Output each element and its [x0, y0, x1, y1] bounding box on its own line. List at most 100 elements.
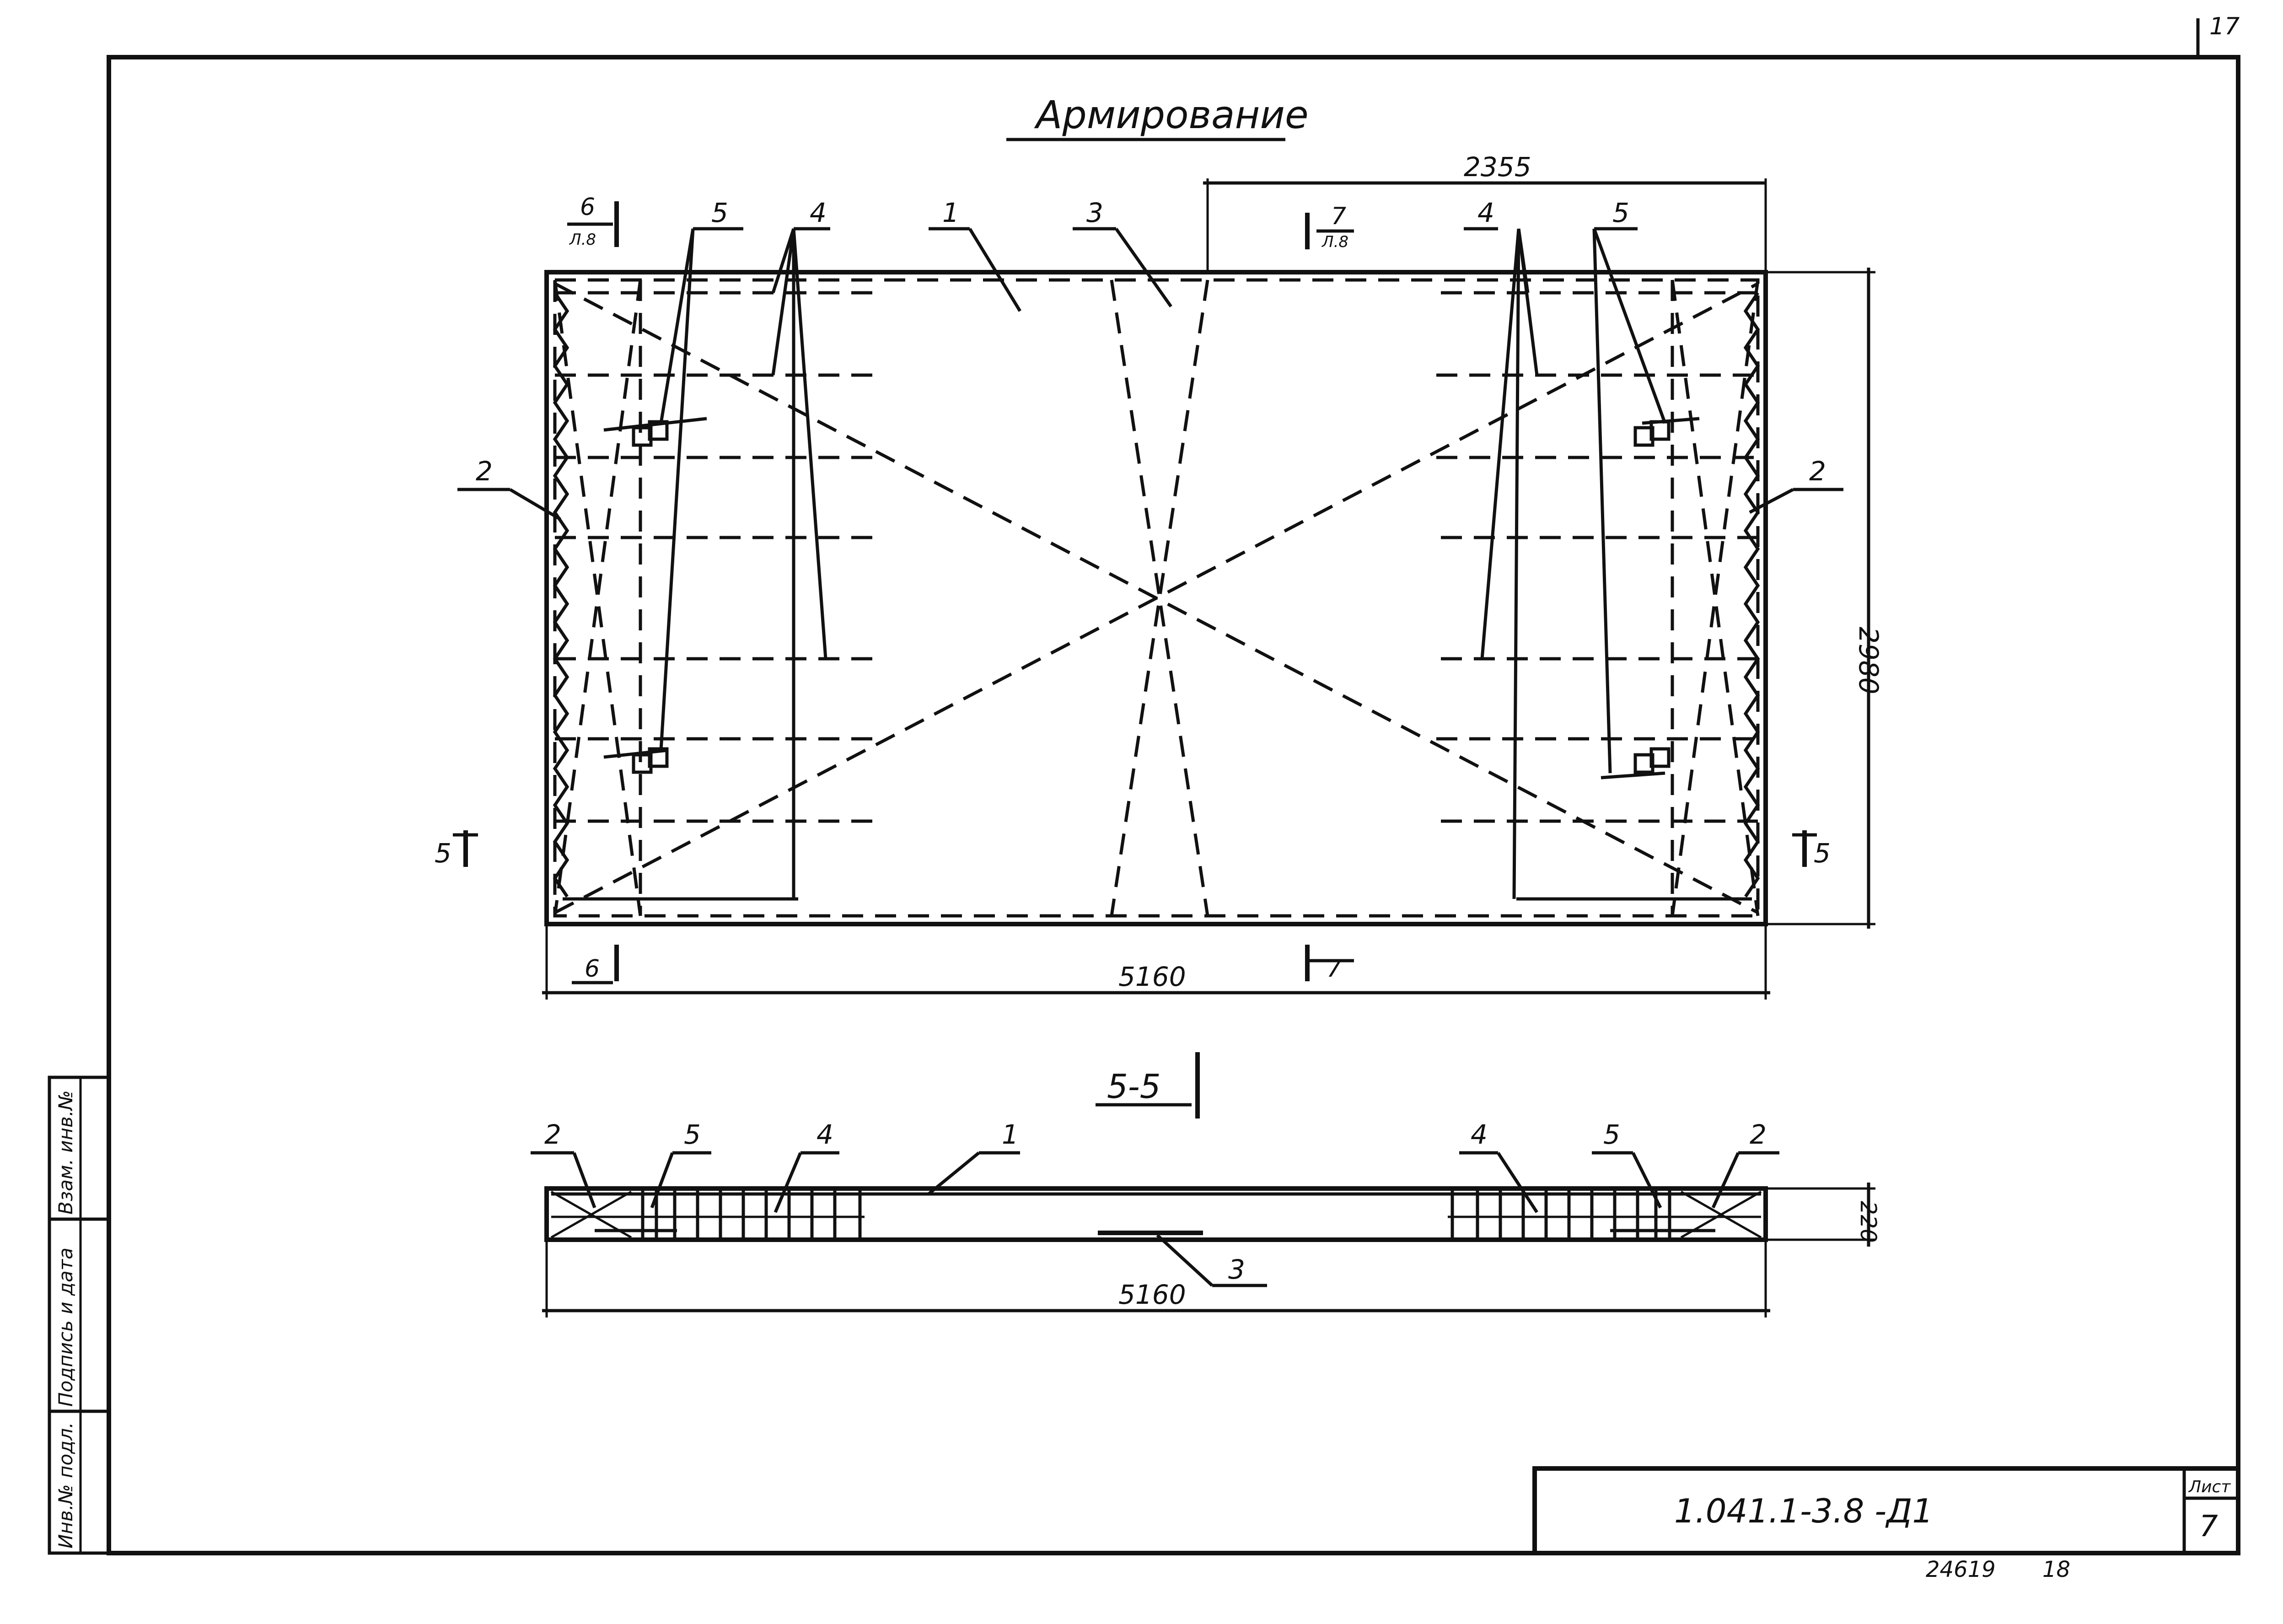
plan-section-markers: 6 Л.8 7 Л.8 6 7 5 5 — [435, 194, 1831, 984]
callout-2-right: 2 — [1809, 456, 1826, 487]
callout-leader — [771, 228, 795, 294]
sheet-number: 7 — [2199, 1510, 2218, 1543]
callout-leader — [1711, 1152, 1740, 1209]
transverse-bars-left — [555, 291, 883, 823]
section-cage-left — [550, 1189, 865, 1239]
section-callout-5-right: 5 — [1603, 1119, 1620, 1150]
section-callout-4-left: 4 — [817, 1119, 833, 1150]
callout-4-right: 4 — [1477, 197, 1494, 228]
title-block: 1.041.1-3.8 -Д1 Лист 7 24619 18 — [1532, 1466, 2240, 1582]
section-dimensions: 5160 220 — [542, 1183, 1881, 1317]
section-6-top-label: 6 — [580, 194, 595, 221]
callout-leader — [1631, 1152, 1662, 1209]
dim-top-value: 2355 — [1464, 151, 1531, 183]
lifting-loop — [1649, 747, 1671, 768]
section-5-left-label: 5 — [435, 838, 451, 869]
callout-5-left: 5 — [711, 197, 728, 228]
section-callout-2-right: 2 — [1750, 1119, 1767, 1150]
plan-view: 1 3 4 5 4 5 2 — [435, 151, 1884, 1000]
section-callout-5-left: 5 — [684, 1119, 701, 1150]
callout-leader — [1497, 1152, 1538, 1213]
rebar-diagonal-2 — [554, 282, 1759, 914]
drawing-title-text: Армирование — [1034, 92, 1309, 137]
callout-leader — [792, 228, 827, 659]
side-stamp: Взам. инв.№ Подпись и дата Инв.№ подл. — [48, 1075, 111, 1555]
rebar-end-right-2 — [1671, 280, 1760, 916]
dim-right-value: 2980 — [1853, 627, 1884, 694]
section-6-top-sheet: Л.8 — [569, 231, 596, 249]
cage-diag — [1680, 1190, 1762, 1239]
drawing-designation: 1.041.1-3.8 -Д1 — [1674, 1492, 1933, 1530]
callout-leader — [1517, 228, 1539, 376]
callout-leader — [1592, 228, 1612, 774]
section-cage-right — [1448, 1189, 1762, 1239]
callout-leader — [509, 488, 561, 521]
rebar-cross-1 — [1110, 280, 1209, 916]
callout-leader — [771, 228, 795, 376]
side-stamp-cell-mid: Подпись и дата — [54, 1248, 77, 1407]
section-6-bottom-label: 6 — [585, 955, 600, 983]
plan-callouts: 1 3 4 5 4 5 2 — [457, 197, 1843, 899]
callout-leader — [659, 228, 695, 751]
rebar-end-right-1 — [1671, 280, 1760, 916]
archive-suffix: 18 — [2042, 1557, 2070, 1582]
callout-leader — [1592, 228, 1667, 424]
callout-leader — [1156, 1234, 1214, 1287]
callout-leader — [572, 1152, 596, 1209]
section-callout-1: 1 — [1002, 1119, 1019, 1150]
plan-dimensions: 2355 5160 2980 — [542, 151, 1884, 1000]
dim-bottom-value: 5160 — [1118, 961, 1186, 992]
section-callout-4-right: 4 — [1471, 1119, 1488, 1150]
callout-leader — [659, 228, 695, 424]
sheet-label: Лист — [2188, 1478, 2231, 1496]
callout-2-left: 2 — [476, 456, 493, 487]
callout-leader — [927, 1151, 980, 1195]
callout-leader — [968, 228, 1021, 312]
callout-leader — [1480, 228, 1520, 659]
callout-leader — [1512, 228, 1520, 899]
callout-1: 1 — [942, 197, 959, 228]
lifting-loop — [648, 747, 669, 768]
callout-4-left: 4 — [810, 197, 827, 228]
side-stamp-box — [48, 1075, 111, 1555]
section-title: 5-5 — [1107, 1067, 1161, 1106]
lifting-loop-bar — [603, 748, 668, 759]
lifting-loop-bar — [1601, 771, 1665, 780]
slab-outline — [544, 270, 1768, 926]
side-stamp-cell-top: Взам. инв.№ — [54, 1090, 77, 1215]
section-dim-height-value: 220 — [1855, 1201, 1881, 1243]
lifting-loops — [603, 417, 1700, 780]
rebar-mesh-outline — [553, 278, 1760, 918]
section-view: 5-5 — [531, 1052, 1881, 1317]
side-stamp-cell-bot: Инв.№ подл. — [54, 1422, 77, 1549]
rebar-cross-2 — [1110, 280, 1209, 916]
drawing-title: Армирование — [1006, 92, 1309, 141]
lifting-loop-bar — [1642, 417, 1700, 425]
section-7-top-label: 7 — [1331, 203, 1346, 230]
rebar-end-left-1 — [553, 280, 642, 916]
corner-number: 17 — [2209, 13, 2240, 40]
section-5-right-label: 5 — [1814, 838, 1831, 869]
cage-diag — [550, 1190, 632, 1239]
callout-leader — [1115, 227, 1172, 308]
section-outline — [544, 1186, 1768, 1242]
archive-number: 24619 — [1926, 1557, 1996, 1582]
lifting-loop — [648, 420, 669, 441]
section-dim-bottom-value: 5160 — [1118, 1279, 1186, 1310]
callout-leader — [1749, 488, 1794, 514]
callout-3: 3 — [1086, 197, 1103, 228]
section-callout-2-left: 2 — [544, 1119, 561, 1150]
sheet-frame: 17 — [107, 13, 2240, 1555]
title-block-box — [1532, 1466, 2240, 1555]
edge-profile-left — [553, 292, 569, 898]
rebar-end-left-2 — [553, 280, 642, 916]
section-callout-3: 3 — [1228, 1254, 1245, 1285]
lifting-loop-bar — [603, 417, 707, 432]
edge-profile-right — [1743, 292, 1760, 898]
callout-leader — [650, 1152, 674, 1209]
section-7-top-sheet: Л.8 — [1321, 233, 1348, 251]
callout-leader — [774, 1152, 802, 1213]
callout-5-right: 5 — [1612, 197, 1629, 228]
section-callouts: 2 5 4 1 3 4 5 2 — [531, 1119, 1779, 1287]
